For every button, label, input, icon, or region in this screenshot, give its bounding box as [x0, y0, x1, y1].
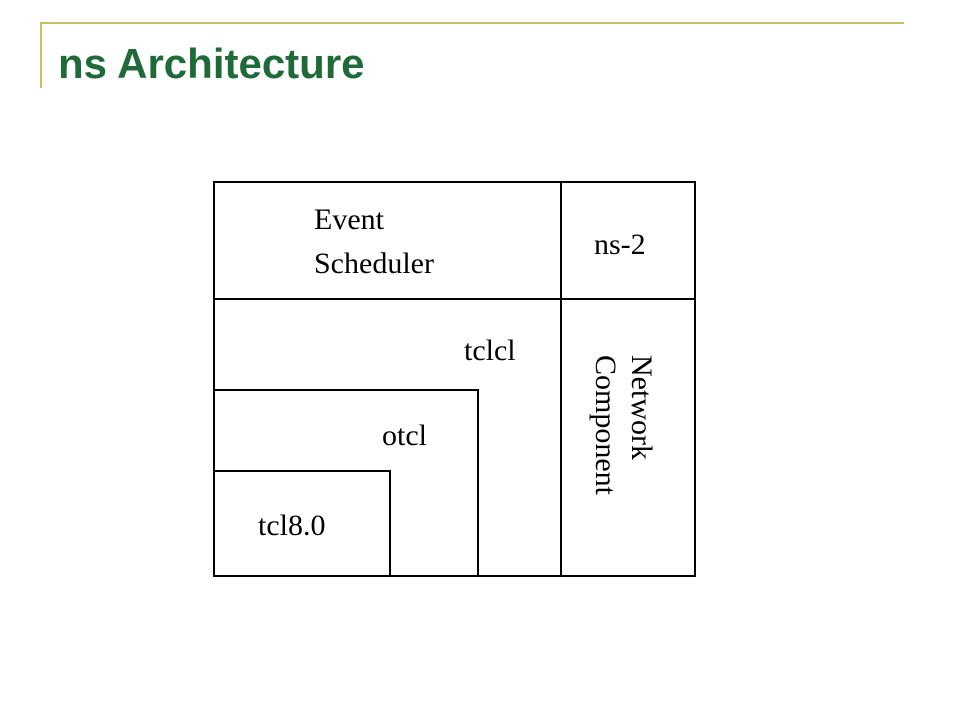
tclcl-label: tclcl — [464, 334, 516, 367]
otcl-box — [214, 389, 479, 576]
title-accent-bar — [40, 22, 42, 88]
event-scheduler-label-line1: Event — [314, 203, 385, 236]
network-component-label-line1: Network — [625, 355, 658, 460]
tcl80-label: tcl8.0 — [258, 509, 326, 542]
network-component-label-line2: Component — [589, 355, 622, 496]
title-accent-line — [40, 22, 904, 24]
slide-title: ns Architecture — [58, 40, 365, 87]
network-component-label: Network Component — [589, 355, 658, 496]
outer-frame — [213, 181, 696, 577]
ns2-label: ns-2 — [594, 228, 646, 261]
tcl80-box — [214, 470, 391, 576]
event-scheduler-label-line2: Scheduler — [314, 247, 434, 280]
otcl-label: otcl — [382, 419, 427, 452]
diagram-boxes — [213, 181, 696, 577]
